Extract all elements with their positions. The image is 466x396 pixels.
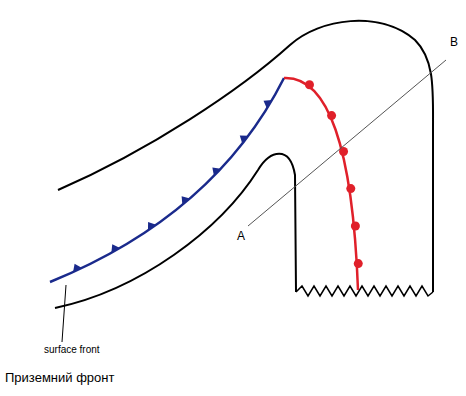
cold-front-triangle: [240, 135, 249, 143]
section-line: [248, 60, 446, 226]
leader-line: [62, 285, 66, 342]
cold-front-triangle: [212, 167, 221, 175]
warm-front-semicircle: [305, 80, 314, 89]
cold-front-triangle: [148, 222, 156, 231]
warm-front-semicircle: [351, 222, 360, 231]
zigzag-edge: [296, 286, 433, 296]
point-label: A: [237, 230, 245, 243]
warm-front-semicircle: [346, 184, 355, 193]
cold-front-triangle: [111, 244, 120, 253]
cold-front-triangle: [73, 264, 82, 272]
caption: Приземний фронт: [5, 371, 114, 385]
front-label: surface front: [44, 344, 100, 355]
warm-front-semicircle: [354, 259, 363, 268]
point-label: B: [450, 36, 458, 49]
warm-front-semicircle: [327, 111, 336, 120]
inner-boundary: [55, 154, 296, 308]
cold-front-triangle: [263, 100, 272, 109]
warm-front: [284, 78, 358, 290]
cold-front: [50, 78, 284, 282]
cold-front-triangle: [182, 196, 190, 205]
